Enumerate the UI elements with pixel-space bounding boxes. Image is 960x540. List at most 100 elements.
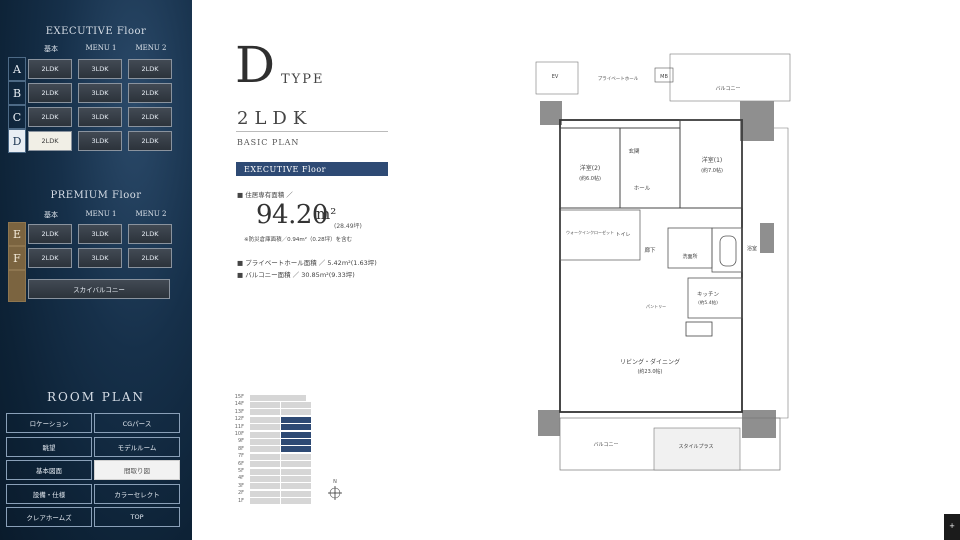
plan-cell-d-0[interactable]: 2LDK xyxy=(28,131,72,151)
row-letter-a: A xyxy=(8,57,26,81)
label-style-plus: スタイルプラス xyxy=(679,443,714,450)
wic-area xyxy=(559,209,641,261)
plan-cell-f-2[interactable]: 2LDK xyxy=(128,248,172,268)
label-bath: 浴室 xyxy=(747,245,757,252)
plan-cell-d-1[interactable]: 3LDK xyxy=(78,131,122,151)
floor-bar-right xyxy=(281,409,311,416)
col-head-menu2: MENU 2 xyxy=(135,44,167,52)
ev-box xyxy=(535,61,579,95)
menu-button-3-0[interactable]: 設備・仕様 xyxy=(6,483,92,504)
col-head-menu1: MENU 1 xyxy=(85,44,117,52)
column xyxy=(740,101,774,141)
plan-cell-e-2[interactable]: 2LDK xyxy=(128,224,172,244)
area-note: ※防災倉庫面積／0.94m²（0.28坪）を含む xyxy=(244,237,353,243)
floor-label: 3F xyxy=(237,482,244,489)
plan-cell-c-0[interactable]: 2LDK xyxy=(28,107,72,127)
plan-cell-e-0[interactable]: 2LDK xyxy=(28,224,72,244)
floor-bar-highlight xyxy=(281,416,311,423)
label-private-hall: プライベートホール xyxy=(598,76,639,82)
floor-label: 13F xyxy=(234,408,244,415)
col-head-menu2-premium: MENU 2 xyxy=(135,210,167,218)
plan-cell-a-2[interactable]: 2LDK xyxy=(128,59,172,79)
floor-bar-left xyxy=(250,461,280,468)
menu-button-1-0[interactable]: 眺望 xyxy=(6,436,92,457)
plan-cell-f-1[interactable]: 3LDK xyxy=(78,248,122,268)
premium-floor-title: PREMIUM Floor xyxy=(50,190,142,201)
label-mb: MB xyxy=(660,74,668,80)
row-letter-d: D xyxy=(8,129,26,153)
compass-icon: N xyxy=(328,479,342,500)
label-kitchen: キッチン xyxy=(697,291,720,298)
plan-cell-c-1[interactable]: 3LDK xyxy=(78,107,122,127)
label-living-size: (約23.0帖) xyxy=(637,368,662,375)
label-ev: EV xyxy=(552,74,559,80)
room-western1 xyxy=(679,119,743,209)
label-corridor: 廊下 xyxy=(644,246,656,254)
menu-button-0-0[interactable]: ロケーション xyxy=(6,413,92,433)
type-letter: D xyxy=(235,36,276,94)
area-tsubo: (28.49坪) xyxy=(334,223,362,230)
private-hall-area: ■ プライベートホール面積 ／ 5.42m²(1.63坪) xyxy=(237,259,377,267)
menu-button-4-0[interactable]: クレアホームズ xyxy=(6,507,92,527)
plan-cell-b-0[interactable]: 2LDK xyxy=(28,83,72,103)
mb-box xyxy=(654,67,674,83)
floor-category-bar: EXECUTIVE Floor xyxy=(236,162,388,176)
floor-bar-left xyxy=(250,446,280,453)
floor-bar-left xyxy=(250,498,280,505)
floor-bar-highlight xyxy=(281,446,311,453)
room-kitchen xyxy=(687,277,743,319)
plan-cell-f-0[interactable]: 2LDK xyxy=(28,248,72,268)
menu-button-0-1[interactable]: CGパース xyxy=(94,413,180,433)
plan-cell-e-1[interactable]: 3LDK xyxy=(78,224,122,244)
row-letter-f: F xyxy=(8,246,26,270)
floor-label: 7F xyxy=(237,453,244,460)
skybalcony-button[interactable]: スカイバルコニー xyxy=(28,279,170,299)
row-letter-e: E xyxy=(8,222,26,246)
label-wic: ウォークインクローゼット xyxy=(566,229,614,235)
floor-bar-left xyxy=(250,431,280,438)
floor-bar-right xyxy=(281,498,311,505)
col-head-menu1-premium: MENU 1 xyxy=(85,210,117,218)
plan-cell-b-2[interactable]: 2LDK xyxy=(128,83,172,103)
column xyxy=(538,410,560,436)
label-entrance: 玄関 xyxy=(628,147,640,155)
floor-bar-right xyxy=(281,453,311,460)
label-kitchen-size: (約5.4帖) xyxy=(698,299,718,306)
area-label: ■ 住居専有面積 ／ xyxy=(237,191,293,199)
floor-bar-left xyxy=(250,483,280,490)
plan-cell-a-1[interactable]: 3LDK xyxy=(78,59,122,79)
label-balcony-top: バルコニー xyxy=(716,86,741,92)
menu-button-4-1[interactable]: TOP xyxy=(94,507,180,527)
floor-label: 1F xyxy=(237,497,244,504)
corner-control[interactable]: + xyxy=(944,514,960,540)
room-bath xyxy=(711,227,743,273)
floor-bar-right xyxy=(281,468,311,475)
area-unit: m² xyxy=(316,205,337,223)
balcony-area: ■ バルコニー面積 ／ 30.85m²(9.33坪) xyxy=(237,271,355,279)
floor-bar-left xyxy=(250,416,280,423)
floor-label: 11F xyxy=(234,423,244,430)
floor-label: 5F xyxy=(237,468,244,474)
col-head-basic: 基本 xyxy=(44,45,58,53)
floor-label: 10F xyxy=(234,431,244,437)
menu-button-1-1[interactable]: モデルルーム xyxy=(94,436,180,457)
plan-cell-d-2[interactable]: 2LDK xyxy=(128,131,172,151)
floor-label: 14F xyxy=(234,401,244,408)
menu-button-3-1[interactable]: カラーセレクト xyxy=(94,483,180,504)
floor-label: 15F xyxy=(234,394,244,400)
compass-n: N xyxy=(333,479,337,485)
column xyxy=(742,410,776,438)
floor-plan: バルコニー EV MB プライベートホール 洋室(2) (約6.0帖) 玄関 ホ… xyxy=(535,53,791,471)
floor-bar-highlight xyxy=(281,424,311,431)
label-western1-size: (約7.0帖) xyxy=(701,167,723,174)
kitchen-counter xyxy=(685,321,713,337)
menu-button-2-0[interactable]: 基本図面 xyxy=(6,460,92,480)
floor-bar-left xyxy=(250,475,280,482)
top-balcony xyxy=(669,53,791,102)
plan-cell-c-2[interactable]: 2LDK xyxy=(128,107,172,127)
plan-cell-a-0[interactable]: 2LDK xyxy=(28,59,72,79)
menu-button-2-1[interactable]: 間取り図 xyxy=(94,460,180,480)
label-hall: ホール xyxy=(634,185,651,192)
plan-cell-b-1[interactable]: 3LDK xyxy=(78,83,122,103)
